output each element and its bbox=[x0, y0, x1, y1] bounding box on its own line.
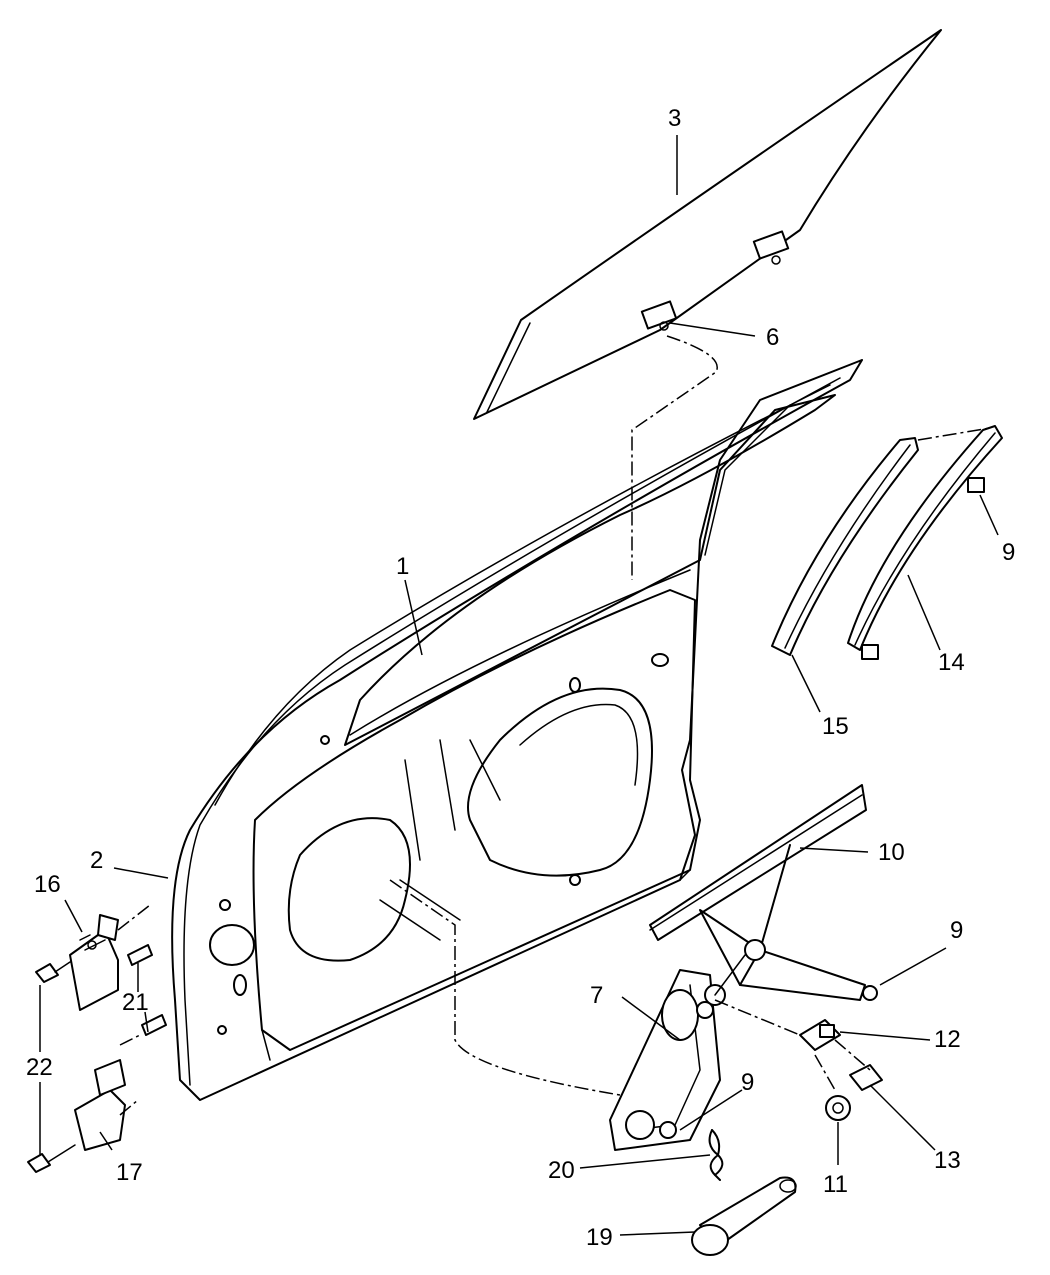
callout-2: 2 bbox=[90, 847, 103, 874]
callout-13: 13 bbox=[934, 1147, 961, 1174]
clip-to-nut-guide bbox=[834, 1039, 871, 1071]
hex-nut-11 bbox=[825, 1095, 851, 1121]
hinge-bolt-lower bbox=[27, 1144, 76, 1173]
callout-7: 7 bbox=[590, 982, 603, 1009]
door-to-regulator-guide bbox=[389, 879, 621, 1096]
regulator-to-clip-guide bbox=[714, 999, 801, 1036]
window-regulator bbox=[609, 954, 746, 1151]
lower-hinge bbox=[74, 1059, 126, 1151]
regulator-track bbox=[649, 784, 878, 1001]
callout-6: 6 bbox=[766, 324, 779, 351]
hinge-pin-upper bbox=[127, 944, 153, 966]
callout-19: 19 bbox=[586, 1224, 613, 1251]
callout-21: 21 bbox=[122, 989, 149, 1016]
channel-link-guide bbox=[917, 427, 991, 441]
callout-17: 17 bbox=[116, 1159, 143, 1186]
upper-hinge bbox=[69, 914, 119, 1011]
retainer-clip-12 bbox=[799, 1019, 841, 1051]
glass-run-channel-15 bbox=[771, 437, 919, 656]
door-shell bbox=[171, 359, 863, 1101]
window-crank-handle bbox=[691, 1176, 797, 1256]
callout-9-lower: 9 bbox=[741, 1069, 754, 1096]
callout-1: 1 bbox=[396, 553, 409, 580]
callout-9-upper: 9 bbox=[1002, 539, 1015, 566]
callout-10: 10 bbox=[878, 839, 905, 866]
leader-lines bbox=[39, 135, 999, 1236]
callout-16: 16 bbox=[34, 871, 61, 898]
clip-to-hexnut-guide bbox=[814, 1054, 836, 1091]
hinge-guides bbox=[117, 904, 151, 1116]
door-glass bbox=[473, 29, 942, 420]
callout-15: 15 bbox=[822, 713, 849, 740]
callout-11: 11 bbox=[823, 1171, 848, 1198]
callout-3: 3 bbox=[668, 105, 681, 132]
glass-to-regulator-guide bbox=[631, 335, 718, 580]
clip-nut-13 bbox=[849, 1064, 883, 1091]
callout-labels: 1 2 3 6 7 9 9 9 10 11 12 13 14 15 16 17 … bbox=[26, 105, 1015, 1251]
callout-9-middle: 9 bbox=[950, 917, 963, 944]
callout-22: 22 bbox=[26, 1054, 53, 1081]
glass-run-channel-14 bbox=[847, 425, 1003, 660]
callout-12: 12 bbox=[934, 1026, 961, 1053]
hinge-bolt-upper bbox=[35, 961, 71, 983]
callout-20: 20 bbox=[548, 1157, 575, 1184]
spring-clip bbox=[708, 1129, 724, 1181]
callout-14: 14 bbox=[938, 649, 965, 676]
